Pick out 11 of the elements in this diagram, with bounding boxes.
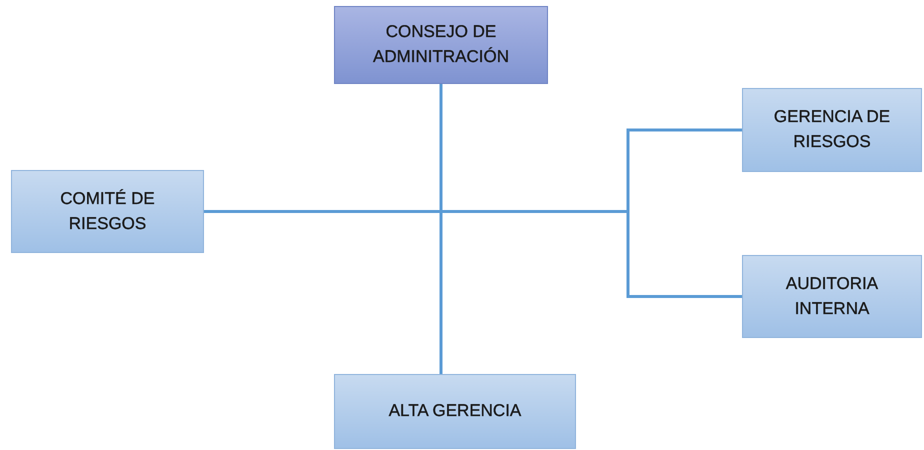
box-label: COMITÉ DE RIESGOS bbox=[59, 188, 156, 234]
connector-line bbox=[440, 84, 442, 374]
org-box bbox=[742, 255, 922, 338]
box-label: AUDITORIA INTERNA bbox=[784, 272, 880, 320]
org-box bbox=[11, 170, 204, 253]
org-box bbox=[742, 88, 922, 172]
org-box bbox=[334, 374, 576, 449]
box-label: GERENCIA DE RIESGOS bbox=[772, 106, 892, 153]
box-label: CONSEJO DE ADMINITRACIÓN bbox=[372, 21, 510, 68]
org-box bbox=[334, 6, 548, 84]
box-label: ALTA GERENCIA bbox=[388, 400, 522, 422]
